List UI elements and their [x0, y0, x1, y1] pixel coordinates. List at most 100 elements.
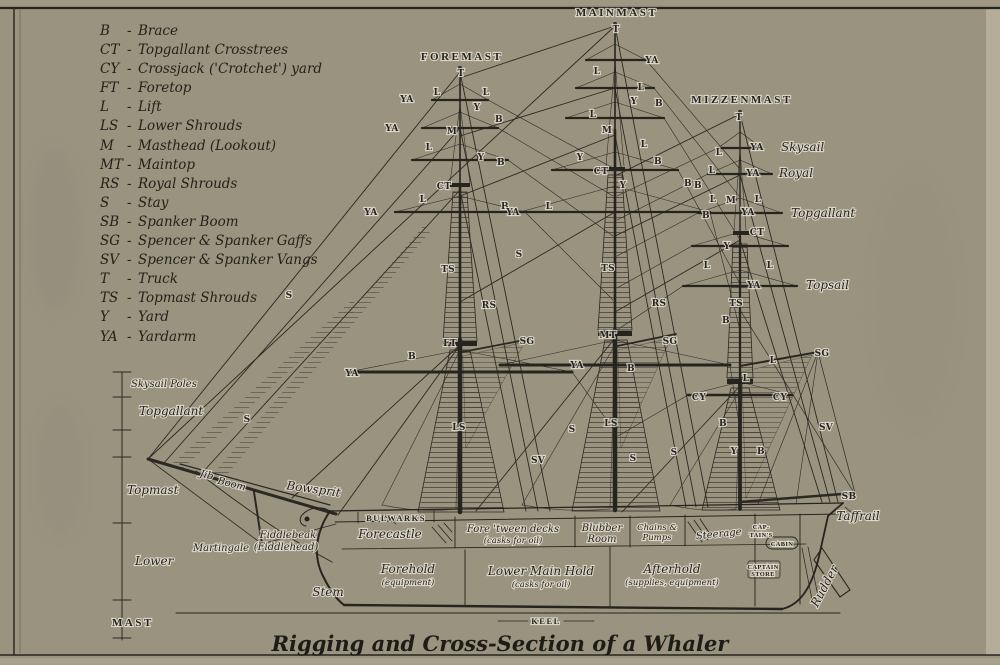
blubber-room-sub: Room	[586, 534, 616, 545]
rig-mark-ya: YA	[505, 208, 520, 218]
rig-mark-sg: SG	[815, 349, 830, 359]
legend-item: YA-Yardarm	[100, 328, 197, 345]
rig-mark-m: M	[447, 127, 457, 137]
rig-mark-l: L	[710, 195, 717, 205]
rig-mark-ct: CT	[437, 182, 451, 192]
rig-mark-y: Y	[619, 181, 627, 191]
rig-mark-y: Y	[576, 153, 584, 163]
rig-mark-s: S	[286, 291, 293, 301]
captain-store-label-1: CAPTAIN	[747, 564, 778, 571]
rig-mark-s: S	[630, 454, 637, 464]
legend-item: FT-Foretop	[100, 80, 192, 97]
legend-item: M-Masthead (Lookout)	[100, 137, 277, 154]
rig-mark-sv: SV	[531, 456, 546, 466]
legend-item: Y-Yard	[100, 309, 170, 326]
royal-label: Royal	[778, 166, 813, 180]
rig-mark-ya: YA	[740, 208, 755, 218]
skysail-label: Skysail	[781, 140, 824, 154]
rig-mark-ct: CT	[750, 228, 764, 238]
rig-mark-y: Y	[723, 242, 731, 252]
captains-cabin-label-2: TAIN'S	[750, 532, 773, 539]
hull	[175, 502, 853, 622]
rig-mark-l: L	[546, 202, 553, 212]
legend-item: L-Lift	[100, 99, 162, 116]
masts	[443, 22, 753, 515]
martingale-label: Martingale	[192, 543, 249, 554]
rig-mark-ya: YA	[746, 281, 761, 291]
rig-mark-l: L	[426, 143, 433, 153]
mizzenmast-label: MIZZENMAST	[691, 94, 792, 106]
rig-mark-l: L	[434, 88, 441, 98]
rig-mark-t: T	[613, 25, 620, 35]
fiddlebeak-label: Fiddlebeak	[259, 530, 316, 541]
captains-cabin-label-3: CABIN	[771, 541, 793, 548]
legend-item: LS-Lower Shrouds	[100, 118, 243, 135]
rig-mark-ya: YA	[384, 124, 399, 134]
legend-item: TS-Topmast Shrouds	[100, 290, 258, 307]
rig-mark-b: B	[719, 419, 727, 429]
lower-main-hold-sub: (casks for oil)	[512, 579, 571, 590]
rig-mark-y: Y	[477, 153, 485, 163]
fiddlehead-label: (Fiddlehead)	[254, 542, 319, 553]
topsail-label: Topsail	[806, 278, 849, 292]
skysail-poles-label: Skysail Poles	[131, 379, 197, 390]
legend-item: SG-Spencer & Spanker Gaffs	[100, 233, 313, 250]
rig-mark-b: B	[694, 181, 702, 191]
rig-mark-rs: RS	[652, 299, 667, 309]
rig-mark-ya: YA	[749, 143, 764, 153]
legend-item: B-Brace	[100, 23, 178, 39]
rig-mark-sv: SV	[819, 423, 834, 433]
rig-mark-ls: LS	[604, 419, 617, 429]
braces	[487, 59, 741, 437]
rig-mark-b: B	[501, 202, 509, 212]
rig-mark-y: Y	[473, 103, 481, 113]
bulwarks-label: BULWARKS	[366, 513, 426, 523]
rig-mark-b: B	[497, 158, 505, 168]
boom-label: Boom	[215, 476, 247, 494]
rig-mark-ts: TS	[441, 265, 455, 275]
rig-mark-mt: MT	[599, 331, 616, 341]
fore-tween-decks-label: Fore 'tween decks	[466, 524, 559, 535]
rig-mark-s: S	[244, 415, 251, 425]
rig-mark-cy: CY	[773, 393, 787, 403]
legend-item: CY-Crossjack ('Crotchet') yard	[100, 61, 323, 78]
rig-mark-b: B	[757, 447, 765, 457]
yards	[346, 58, 799, 397]
rig-mark-b: B	[654, 157, 662, 167]
legend-item: CT-Topgallant Crosstrees	[100, 42, 289, 59]
rig-mark-b: B	[684, 179, 692, 189]
topmast-scale-label: Topmast	[127, 483, 179, 497]
rig-mark-ya: YA	[644, 56, 659, 66]
furled-jibs	[172, 225, 430, 478]
stem-label: Stem	[312, 585, 344, 599]
rig-mark-cy: CY	[692, 393, 706, 403]
legend-item: S-Stay	[100, 194, 169, 211]
rig-mark-ya: YA	[569, 361, 584, 371]
jib-label: Jib	[197, 468, 215, 482]
rig-mark-l: L	[638, 83, 645, 93]
spanker-and-gaffs	[461, 309, 857, 505]
foremast-label: FOREMAST	[421, 51, 503, 63]
blubber-room-label: Blubber	[581, 523, 624, 534]
rig-mark-m: M	[726, 196, 736, 206]
rig-mark-ft: FT	[443, 339, 457, 349]
legend-item: T-Truck	[100, 271, 178, 288]
rig-mark-b: B	[627, 364, 635, 374]
rig-mark-s: S	[671, 448, 678, 458]
rig-mark-b: B	[722, 316, 730, 326]
rig-mark-l: L	[594, 67, 601, 77]
diagram-title: Rigging and Cross-Section of a Whaler	[271, 631, 729, 656]
rig-mark-b: B	[702, 211, 710, 221]
lower-scale-label: Lower	[134, 554, 175, 568]
rig-mark-l: L	[770, 356, 777, 366]
forehold-label: Forehold	[380, 562, 436, 576]
rig-mark-ls: LS	[452, 423, 465, 433]
legend-item: SB-Spanker Boom	[100, 213, 239, 230]
rig-mark-ya: YA	[344, 369, 359, 379]
rig-mark-sb: SB	[842, 492, 857, 502]
